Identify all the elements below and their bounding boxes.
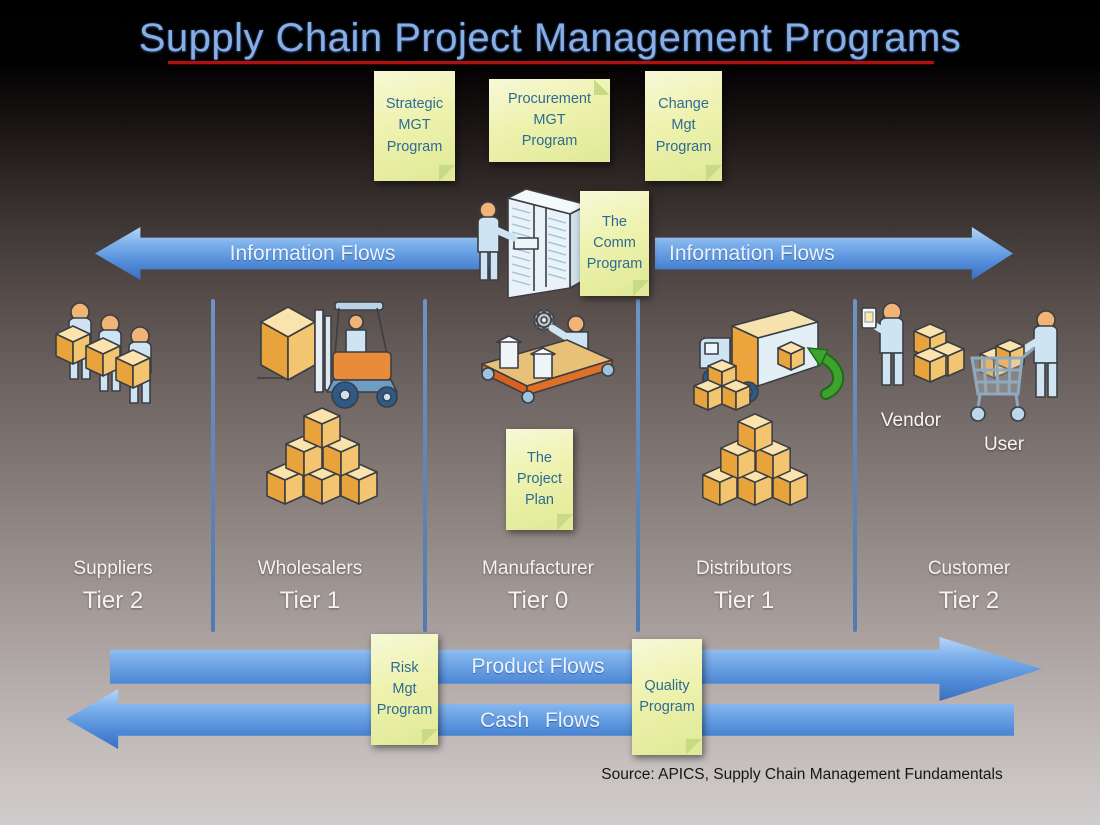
tier-number: Tier 0: [507, 587, 569, 614]
column-divider: [853, 299, 857, 632]
source-citation: Source: APICS, Supply Chain Management F…: [601, 766, 1003, 783]
cash-flows-label: Cash Flows: [480, 708, 600, 732]
vendor-label: Vendor: [880, 410, 942, 431]
product-flows-label: Product Flows: [471, 655, 605, 678]
page-title: Supply Chain Project Management Programs: [138, 16, 962, 60]
suppliers-people-icon: [55, 302, 152, 404]
information-flows-left-label: Information Flows: [229, 241, 396, 265]
arrow-information-flows-right: Information Flows: [655, 227, 1013, 280]
note-procurement-mgt-program: Procurement MGT Program: [489, 79, 610, 162]
boxes-pyramid-icon: [701, 413, 809, 506]
tier-name: Wholesalers: [257, 558, 363, 579]
note-the-project-plan: The Project Plan: [506, 429, 573, 530]
delivery-truck-icon: [693, 309, 844, 411]
tier-name: Distributors: [695, 558, 793, 579]
user-label: User: [983, 434, 1025, 455]
column-divider: [636, 299, 640, 632]
note-the-comm-program: The Comm Program: [580, 191, 649, 296]
tier-column-manufacturer: Manufacturer Tier 0: [458, 558, 618, 615]
note-change-mgt-program: Change Mgt Program: [645, 71, 722, 181]
tier-number: Tier 1: [713, 587, 775, 614]
arrow-product-flows: Product Flows: [110, 637, 1042, 701]
arrow-information-flows-left: Information Flows: [95, 227, 490, 280]
title-underline: [168, 61, 934, 64]
server-rack-icon: [477, 188, 589, 299]
tier-name: Manufacturer: [482, 558, 594, 579]
tier-name: Suppliers: [73, 558, 153, 579]
user-cart-icon: [970, 310, 1058, 422]
tier-name: Customer: [927, 558, 1011, 579]
note-strategic-mgt-program: Strategic MGT Program: [374, 71, 455, 181]
tier-number: Tier 2: [938, 587, 1000, 614]
tier-column-wholesalers: Wholesalers Tier 1: [230, 558, 390, 615]
boxes-pyramid-icon: [266, 407, 378, 505]
note-risk-mgt-program: Risk Mgt Program: [371, 634, 438, 745]
tier-column-suppliers: Suppliers Tier 2: [33, 558, 193, 615]
note-quality-program: Quality Program: [632, 639, 702, 755]
tier-number: Tier 1: [279, 587, 341, 614]
information-flows-right-label: Information Flows: [669, 241, 835, 265]
tier-column-customer: Customer Tier 2: [889, 558, 1049, 615]
column-divider: [423, 299, 427, 632]
tier-column-distributors: Distributors Tier 1: [664, 558, 824, 615]
forklift-icon: [257, 301, 398, 409]
vendor-person-icon: [861, 302, 965, 386]
arrow-cash-flows: Cash Flows: [66, 689, 1014, 749]
column-divider: [211, 299, 215, 632]
assembly-line-icon: [481, 307, 615, 404]
tier-number: Tier 2: [82, 587, 144, 614]
